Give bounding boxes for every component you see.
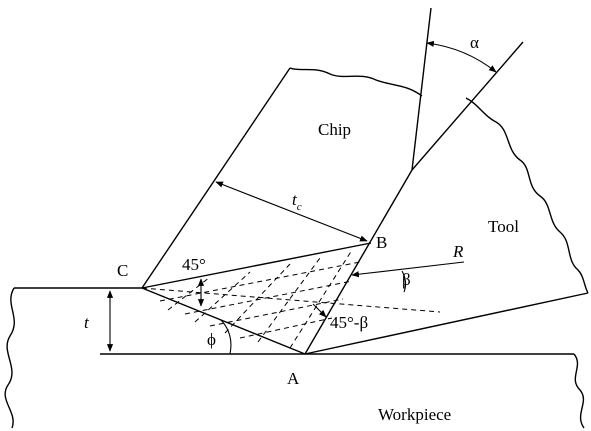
angle-45-beta-arrow xyxy=(312,303,327,318)
tool-wavy-edge xyxy=(465,97,589,294)
tool-rake-face xyxy=(411,41,524,171)
chip-top-wavy-edge xyxy=(289,67,423,97)
workpiece-label: Workpiece xyxy=(378,405,451,424)
thickness-t-label: t xyxy=(84,313,90,332)
alpha-label: α xyxy=(470,33,479,52)
tool-flank-face xyxy=(304,292,589,355)
chip-label: Chip xyxy=(318,120,351,139)
force-r-label: R xyxy=(452,242,464,261)
alpha-arc xyxy=(426,40,497,73)
angle-45-beta-label: 45°-β xyxy=(330,313,368,332)
beta-label: β xyxy=(402,270,411,289)
chip-thickness-base: t xyxy=(292,190,298,209)
workpiece-right-wavy-edge xyxy=(573,353,585,429)
chip-thickness-subscript: c xyxy=(297,201,302,213)
phi-arc xyxy=(220,319,232,355)
rake-angle-reference-line xyxy=(411,7,432,171)
point-c-label: C xyxy=(117,261,128,280)
chip-thickness-tc-label: tc xyxy=(292,190,302,213)
phi-label: ϕ xyxy=(207,330,216,349)
chip-left-edge xyxy=(141,67,291,289)
dim-tc-arrow xyxy=(215,181,368,242)
point-a-label: A xyxy=(287,369,300,388)
shear-plane-ca xyxy=(141,287,306,355)
resultant-force-r xyxy=(351,261,465,278)
tool-label: Tool xyxy=(488,217,519,236)
point-b-label: B xyxy=(376,233,387,252)
shear-line-cb xyxy=(141,242,372,289)
workpiece-left-wavy-edge xyxy=(4,287,15,429)
angle-45-label: 45° xyxy=(182,255,206,274)
beta-arc xyxy=(401,270,407,293)
shear-zone-grid xyxy=(141,249,441,349)
